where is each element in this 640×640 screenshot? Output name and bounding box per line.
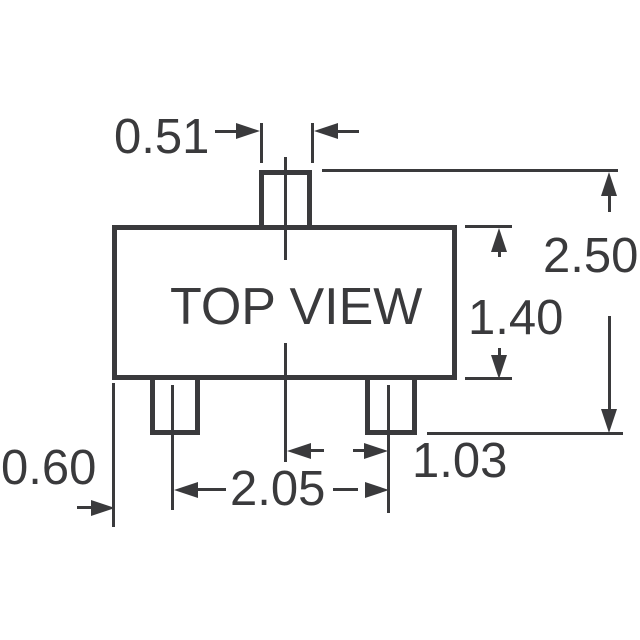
dim-205-left-line	[198, 488, 226, 491]
dim-140-bottom-line	[498, 348, 501, 357]
tick-body-top-right	[465, 225, 512, 228]
dim-label-outer-pin-pitch: 2.05	[230, 462, 326, 516]
dim-250-bottom-arrowhead-icon	[601, 409, 617, 433]
dim-205-left-arrowhead-icon	[174, 482, 198, 498]
view-title: TOP VIEW	[170, 278, 423, 336]
dim-140-top-arrowhead-icon	[491, 228, 507, 252]
dim-103-right-arrowhead-icon	[364, 443, 388, 459]
ext-line-bottom-pin-to-right	[427, 432, 623, 435]
dim-label-body-edge-to-pin-center: 0.60	[1, 441, 97, 495]
ext-line-top-pin-right	[311, 123, 314, 163]
dim-250-bottom-line	[608, 316, 611, 412]
left-pin-centerline	[171, 385, 174, 510]
body-centerline	[284, 343, 287, 462]
dim-103-left-line	[311, 449, 324, 452]
ext-line-top-pin-left	[260, 123, 263, 163]
dim-103-left-arrowhead-icon	[287, 443, 311, 459]
dim-051-right-arrowhead-icon	[314, 123, 338, 139]
bottom-left-pin-outline	[150, 377, 200, 435]
dim-label-top-pin-width: 0.51	[114, 110, 210, 164]
top-pin-centerline	[284, 157, 287, 260]
dim-205-right-line	[333, 488, 358, 491]
dim-051-left-line	[215, 130, 239, 133]
dim-140-top-line	[498, 250, 501, 257]
dim-051-left-arrowhead-icon	[236, 123, 260, 139]
dim-051-right-line	[338, 130, 359, 133]
ext-line-body-left-edge-down	[112, 383, 115, 527]
dim-label-center-to-pin-pitch: 1.03	[412, 434, 508, 488]
dim-label-body-width: 1.40	[468, 291, 564, 345]
dim-060-line	[77, 506, 95, 509]
dim-140-bottom-arrowhead-icon	[491, 355, 507, 379]
bottom-right-pin-outline	[365, 377, 417, 435]
dim-205-right-arrowhead-icon	[365, 482, 389, 498]
right-pin-centerline	[387, 385, 390, 513]
dim-250-top-arrowhead-icon	[601, 172, 617, 196]
dim-103-right-line	[353, 449, 366, 452]
dim-250-top-line	[608, 194, 611, 212]
dim-060-arrowhead-icon	[91, 500, 115, 516]
ext-line-top-pin-to-right	[322, 169, 618, 172]
tick-body-bottom-right	[465, 377, 512, 380]
dim-label-overall-span: 2.50	[543, 229, 639, 283]
